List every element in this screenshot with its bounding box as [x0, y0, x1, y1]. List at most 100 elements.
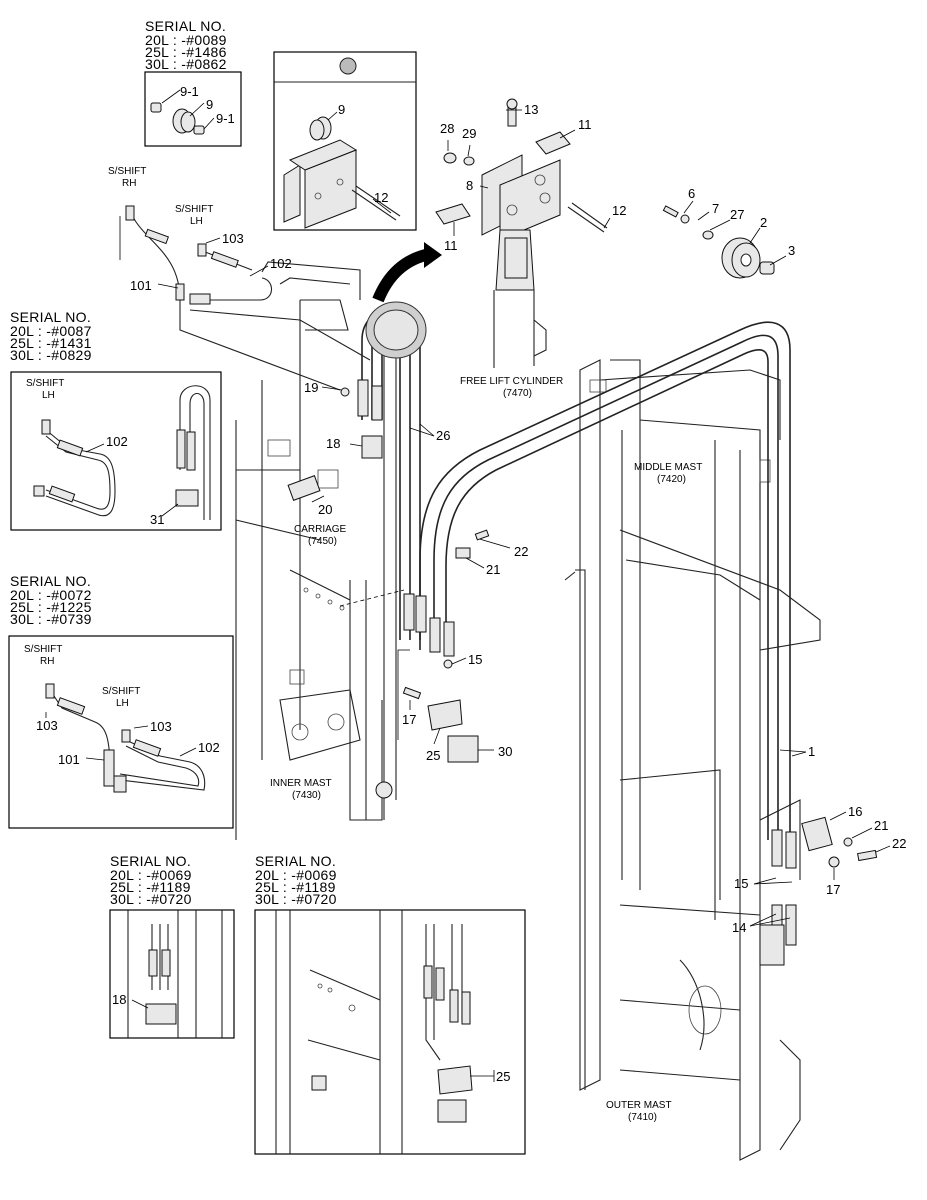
outer-mast-drawing: MIDDLE MAST (7420) OUTER MAST (7410): [564, 359, 821, 1161]
free-lift-cylinder-code: (7470): [503, 388, 532, 399]
serial-block-top: SERIAL NO. 20L : -#0089 25L : -#1486 30L…: [145, 18, 227, 72]
serial-line: 25L : -#1486: [145, 44, 227, 60]
callout-26: 26: [436, 428, 450, 443]
serial-line: 20L : -#0069: [110, 867, 192, 883]
inner-mast-label: INNER MAST: [270, 778, 332, 789]
serial-line: 30L : -#0829: [10, 347, 92, 363]
sshift-lh-side: LH: [190, 216, 203, 227]
serial-line: 20L : -#0087: [10, 323, 92, 339]
serial-title: SERIAL NO.: [145, 18, 226, 34]
callout-27: 27: [730, 207, 744, 222]
callout-103: 103: [150, 719, 172, 734]
callout-9-1: 9-1: [216, 111, 235, 126]
inset-block-18: 18: [109, 909, 235, 1039]
sshift-rh-side: RH: [122, 178, 136, 189]
callout-18: 18: [112, 992, 126, 1007]
callout-2: 2: [760, 215, 767, 230]
outer-mast-label: OUTER MAST: [606, 1100, 672, 1111]
callout-11: 11: [578, 117, 592, 132]
middle-mast-label: MIDDLE MAST: [634, 462, 702, 473]
inset-sshift-lh-label: S/SHIFT: [26, 378, 64, 389]
hose-routing: [125, 205, 833, 966]
serial-line: 20L : -#0069: [255, 867, 337, 883]
callout-15: 15: [734, 876, 748, 891]
callout-31: 31: [150, 512, 164, 527]
inset-sshift-rh-lh: S/SHIFT RH S/SHIFT LH 103 103 102 101: [8, 635, 234, 829]
callout-19: 19: [304, 380, 318, 395]
serial-line: 25L : -#1189: [255, 879, 336, 895]
callout-21: 21: [486, 562, 500, 577]
callout-11: 11: [444, 238, 458, 253]
callout-101: 101: [58, 752, 80, 767]
serial-line: 25L : -#1225: [10, 599, 92, 615]
callout-102: 102: [106, 434, 128, 449]
callout-9-1: 9-1: [180, 84, 199, 99]
callout-8: 8: [466, 178, 473, 193]
callout-9: 9: [206, 97, 213, 112]
callout-103: 103: [36, 718, 58, 733]
sshift-rh-label: S/SHIFT: [108, 166, 146, 177]
callout-102: 102: [270, 256, 292, 271]
carriage-code: (7450): [308, 536, 337, 547]
serial-line: 30L : -#0720: [255, 891, 337, 907]
callout-1: 1: [808, 744, 815, 759]
serial-block-left-1: SERIAL NO. 20L : -#0087 25L : -#1431 30L…: [10, 309, 92, 363]
serial-title: SERIAL NO.: [10, 309, 91, 325]
callout-15: 15: [468, 652, 482, 667]
callout-12: 12: [374, 190, 388, 205]
callout-102: 102: [198, 740, 220, 755]
callout-25: 25: [496, 1069, 510, 1084]
serial-block-bottom-1: SERIAL NO. 20L : -#0069 25L : -#1189 30L…: [110, 853, 192, 907]
callout-28: 28: [440, 121, 454, 136]
serial-title: SERIAL NO.: [255, 853, 336, 869]
callout-25: 25: [426, 748, 440, 763]
callout-7: 7: [712, 201, 719, 216]
callout-17: 17: [826, 882, 840, 897]
inner-mast-drawing: CARRIAGE (7450) INNER MAST (7430): [235, 261, 397, 840]
callout-13: 13: [524, 102, 538, 117]
middle-mast-code: (7420): [657, 474, 686, 485]
free-lift-cylinder-label: FREE LIFT CYLINDER: [460, 376, 563, 387]
callout-22: 22: [892, 836, 906, 851]
main-callouts: S/SHIFT RH S/SHIFT LH 103 101 102 19 18 …: [108, 166, 906, 935]
inset-block-25: 25: [254, 909, 526, 1155]
serial-line: 30L : -#0739: [10, 611, 92, 627]
serial-line: 25L : -#1189: [110, 879, 191, 895]
callout-16: 16: [848, 804, 862, 819]
callout-14: 14: [732, 920, 746, 935]
callout-20: 20: [318, 502, 332, 517]
inset-sshift-lh2-label: S/SHIFT: [102, 686, 140, 697]
serial-line: 30L : -#0720: [110, 891, 192, 907]
inset-sshift-lh2-side: LH: [116, 698, 129, 709]
callout-9: 9: [338, 102, 345, 117]
serial-line: 20L : -#0072: [10, 587, 92, 603]
transfer-arrow: [372, 248, 432, 303]
serial-title: SERIAL NO.: [110, 853, 191, 869]
serial-line: 30L : -#0862: [145, 56, 227, 72]
outer-mast-code: (7410): [628, 1112, 657, 1123]
serial-line: 20L : -#0089: [145, 32, 227, 48]
inner-mast-code: (7430): [292, 790, 321, 801]
callout-101: 101: [130, 278, 152, 293]
arrow-head-icon: [424, 242, 442, 268]
serial-block-bottom-2: SERIAL NO. 20L : -#0069 25L : -#1189 30L…: [255, 853, 337, 907]
callout-29: 29: [462, 126, 476, 141]
cylinder-head-assembly: 13 28 29 11 8 11 12 FREE LIFT CYLINDER (…: [435, 98, 626, 399]
callout-17: 17: [402, 712, 416, 727]
callout-22: 22: [514, 544, 528, 559]
callout-18: 18: [326, 436, 340, 451]
inset-sshift-rh-side: RH: [40, 656, 54, 667]
serial-line: 25L : -#1431: [10, 335, 92, 351]
serial-title: SERIAL NO.: [10, 573, 91, 589]
inset-sshift-lh: S/SHIFT LH 102 31: [10, 371, 222, 531]
inset-roller-small: 9-1 9 9-1: [144, 71, 242, 147]
callout-3: 3: [788, 243, 795, 258]
callout-103: 103: [222, 231, 244, 246]
inset-sshift-lh-side: LH: [42, 390, 55, 401]
callout-30: 30: [498, 744, 512, 759]
callout-21: 21: [874, 818, 888, 833]
serial-block-left-2: SERIAL NO. 20L : -#0072 25L : -#1225 30L…: [10, 573, 92, 627]
inset-roller-plate: 9 12: [273, 51, 417, 231]
callout-12: 12: [612, 203, 626, 218]
